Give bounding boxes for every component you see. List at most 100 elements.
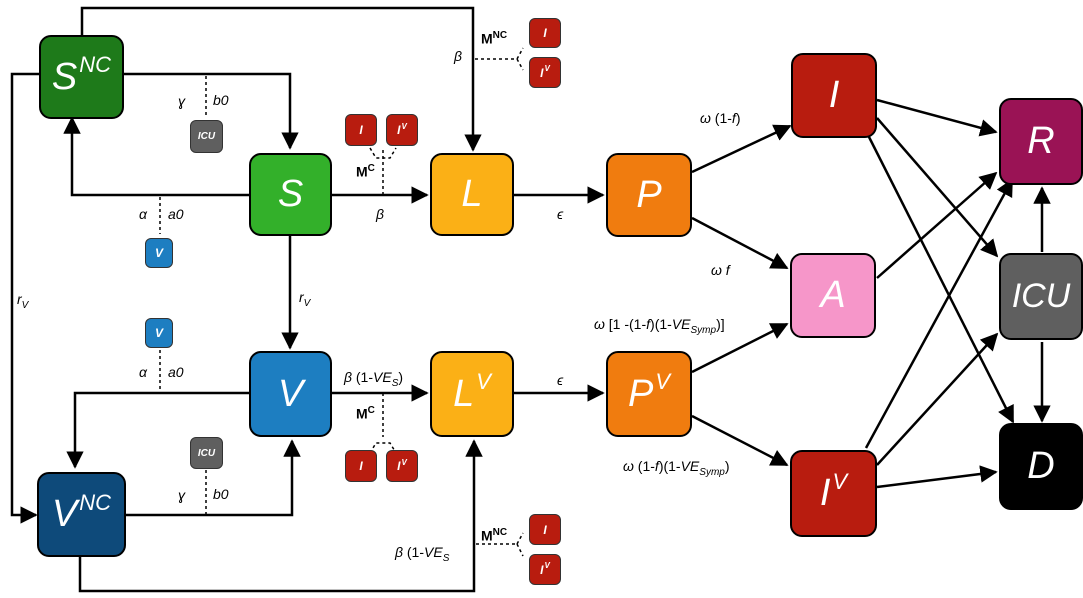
label-omega-av: ω [1 -(1-f)(1-VESymp)] — [594, 316, 725, 336]
mini-iv-mc-top-sup: V — [401, 121, 407, 131]
mini-i-mnc-top-label: I — [543, 26, 547, 40]
node-r: R — [999, 98, 1083, 185]
node-i-v-sup: V — [832, 468, 848, 494]
node-s-nc-label: S — [51, 55, 78, 98]
node-d: D — [999, 423, 1083, 510]
label-rv-middle: rV — [299, 289, 311, 309]
mini-icu-top-label: ICU — [197, 131, 216, 142]
mini-i-mc-bottom-label: I — [359, 459, 363, 473]
label-gamma-bottom: ɣ — [178, 487, 186, 503]
label-epsilon-top: ϵ — [557, 206, 564, 222]
arrow-snc-to-l — [80, 6, 482, 152]
node-a-label: A — [820, 274, 846, 316]
arrow-i-to-icu — [876, 117, 999, 258]
mini-iv-mnc-bottom-label: I — [540, 562, 544, 577]
node-p: P — [606, 153, 692, 237]
node-v: V — [249, 351, 332, 437]
label-b0-top: b0 — [213, 92, 229, 108]
label-epsilon-bottom: ϵ — [557, 372, 564, 388]
label-omega-1f: ω (1-f) — [700, 110, 741, 126]
node-s-label: S — [277, 173, 304, 215]
node-l-v-label: L — [453, 372, 475, 415]
node-l-label: L — [461, 173, 483, 215]
arrow-a-to-r — [876, 171, 998, 279]
arrow-vnc-to-lv — [78, 439, 483, 593]
mini-iv-mnc-top-sup: V — [544, 64, 550, 73]
label-beta-ve-v-lv: β (1-VES) — [344, 369, 404, 389]
label-alpha-bottom: α — [139, 364, 147, 380]
arrow-iv-to-icu — [876, 332, 999, 466]
mini-v-bottom-label: V — [154, 326, 163, 340]
mini-i-mc-top: I — [345, 114, 377, 146]
label-a0-bottom: a0 — [168, 364, 184, 380]
label-omega-iv: ω (1-f)(1-VESymp) — [623, 458, 730, 478]
label-mnc-bottom: MNC — [481, 527, 508, 544]
node-r-label: R — [1027, 120, 1055, 162]
mini-icu-top: ICU — [190, 120, 223, 153]
arrow-s-to-snc — [63, 116, 250, 197]
node-p-v-label: P — [627, 372, 654, 415]
mini-iv-mnc-bottom-sup: V — [544, 561, 550, 570]
node-p-label: P — [636, 173, 662, 216]
arrow-vnc-to-v — [126, 439, 301, 517]
arrow-p-to-a — [691, 216, 789, 270]
label-beta-s-l: β — [376, 206, 384, 222]
mini-v-top: V — [145, 238, 173, 268]
mini-i-mnc-top: I — [529, 18, 561, 48]
node-i-label: I — [828, 74, 840, 116]
node-l-v-sup: V — [476, 369, 491, 394]
node-l: L — [430, 153, 514, 236]
mini-icu-bottom: ICU — [190, 437, 223, 469]
label-mc-bottom: MC — [356, 405, 375, 422]
node-v-nc-label: V — [51, 493, 78, 535]
node-p-v-sup: V — [655, 369, 671, 394]
node-i-v-label: I — [819, 472, 831, 514]
arrow-iv-to-r — [864, 178, 1014, 449]
node-a: A — [790, 253, 876, 338]
label-alpha-top: α — [139, 206, 147, 222]
mini-i-mnc-bottom: I — [529, 514, 561, 545]
arrow-pv-to-iv — [691, 414, 789, 467]
label-beta-ve-vnc-lv: β (1-VES — [395, 544, 450, 564]
mini-iv-mc-bottom-sup: V — [401, 457, 407, 467]
node-v-nc-sup: NC — [79, 489, 112, 515]
label-mc-top: MC — [356, 163, 375, 180]
dash-mnc-bottom-fork — [516, 532, 524, 557]
node-v-label: V — [277, 372, 304, 415]
mini-i-mc-bottom: I — [345, 450, 377, 482]
mini-i-mnc-bottom-label: I — [543, 522, 547, 537]
label-gamma-top: ɣ — [178, 93, 186, 109]
mini-v-top-label: V — [154, 246, 163, 260]
label-omega-f: ω f — [711, 262, 730, 278]
label-beta-snc-l: β — [454, 48, 462, 64]
dash-mc-top-fork — [369, 147, 397, 159]
arrow-v-to-vnc — [66, 391, 250, 469]
node-s-nc-sup: NC — [79, 52, 112, 77]
node-s: S — [249, 153, 332, 236]
dash-mnc-top-fork — [516, 47, 524, 71]
arrow-p-to-i — [691, 124, 792, 174]
label-rv-left: rV — [17, 291, 29, 311]
arrow-pv-to-a — [691, 322, 789, 374]
arrow-i-to-r — [876, 98, 998, 137]
arrow-snc-to-s — [123, 72, 299, 150]
node-icu-label: ICU — [1011, 277, 1071, 315]
dash-mc-bottom-fork — [369, 442, 397, 454]
arrow-i-to-d — [866, 134, 1015, 424]
mini-iv-mc-bottom-label: I — [397, 459, 401, 473]
node-d-label: D — [1027, 445, 1055, 487]
node-i: I — [791, 53, 877, 138]
node-icu: ICU — [999, 253, 1083, 340]
arrow-snc-to-vnc — [10, 72, 39, 524]
arrow-iv-to-d — [876, 465, 998, 489]
label-a0-top: a0 — [168, 206, 184, 222]
